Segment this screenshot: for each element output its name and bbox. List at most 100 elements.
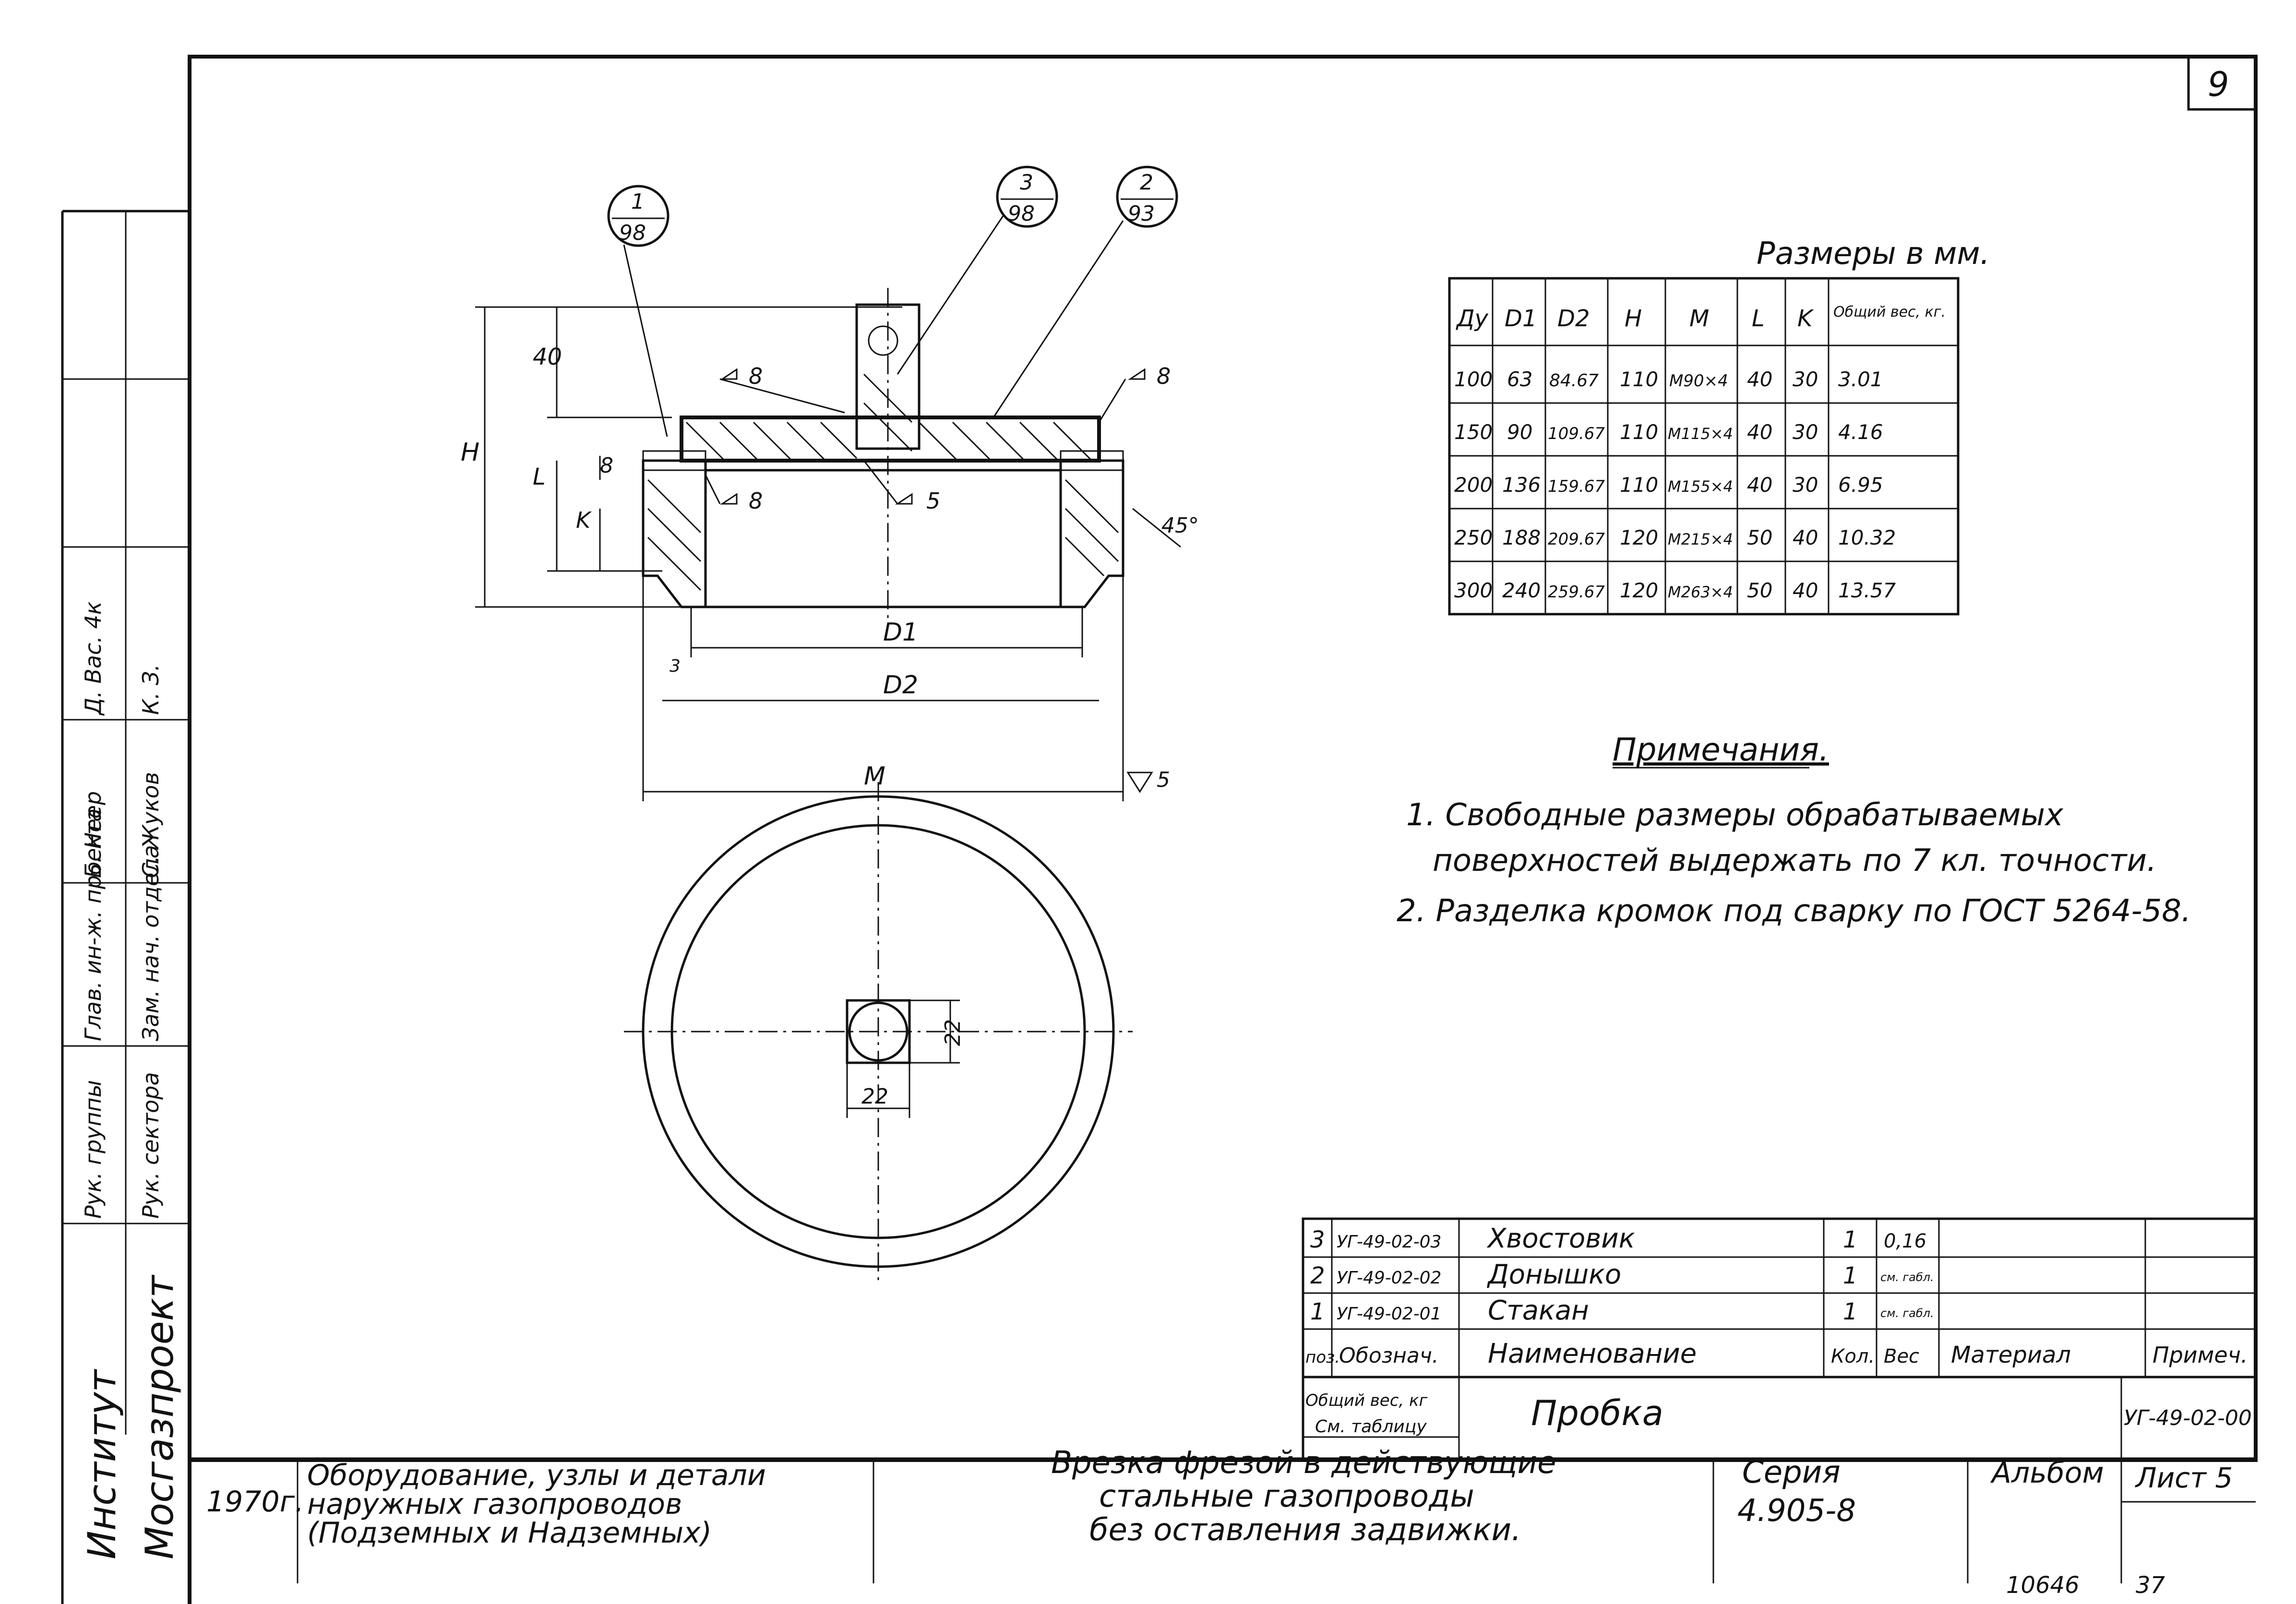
svg-text:см. габл.: см. габл. <box>1880 1307 1934 1320</box>
size-table-row-3: 200 136 159.67 110 M155×4 40 30 6.95 <box>1454 473 1883 497</box>
svg-text:1: 1 <box>1310 1298 1325 1325</box>
svg-text:159.67: 159.67 <box>1548 477 1605 496</box>
svg-text:M155×4: M155×4 <box>1668 477 1733 496</box>
svg-text:120: 120 <box>1620 526 1658 549</box>
svg-text:63: 63 <box>1507 368 1532 391</box>
sheet-label: Лист 5 <box>2135 1461 2233 1494</box>
svg-text:Общий вес, кг.: Общий вес, кг. <box>1833 304 1946 321</box>
callout-1: 1 98 <box>607 185 670 437</box>
svg-text:40: 40 <box>1747 473 1772 497</box>
svg-text:Донышко: Донышко <box>1486 1259 1621 1290</box>
svg-text:4.16: 4.16 <box>1838 420 1883 444</box>
notes: Примечания. 1. Свободные размеры обрабат… <box>1397 731 2191 929</box>
drawing-title-line-1: Врезка фрезой в действующие <box>1051 1445 1556 1481</box>
total-weight-label: Общий вес, кг <box>1305 1391 1428 1410</box>
svg-text:1: 1 <box>1843 1298 1858 1325</box>
svg-text:УГ-49-02-01: УГ-49-02-01 <box>1337 1304 1441 1324</box>
svg-text:188: 188 <box>1502 526 1541 549</box>
signature-role-2: Рук. сектора <box>138 1072 164 1219</box>
size-table-row-4: 250 188 209.67 120 M215×4 50 40 10.32 <box>1454 526 1896 549</box>
size-table-caption: Размеры в мм. <box>1757 236 1990 272</box>
size-table-header: Ду D1 D2 H M L K Общий вес, кг. <box>1456 304 1946 332</box>
svg-text:2: 2 <box>1140 170 1153 195</box>
svg-text:6.95: 6.95 <box>1838 473 1883 497</box>
svg-text:150: 150 <box>1454 420 1493 444</box>
svg-text:90: 90 <box>1507 420 1532 444</box>
dim-M: M <box>864 762 885 791</box>
svg-text:УГ-49-02-02: УГ-49-02-02 <box>1337 1268 1441 1288</box>
bom-row-2: 2 УГ-49-02-02 Донышко 1 см. габл. <box>1310 1259 1934 1290</box>
svg-text:10.32: 10.32 <box>1838 526 1896 549</box>
svg-text:109.67: 109.67 <box>1548 424 1605 443</box>
svg-text:98: 98 <box>1008 202 1035 226</box>
bom-row-1: 3 УГ-49-02-03 Хвостовик 1 0,16 <box>1310 1223 1926 1254</box>
svg-text:3: 3 <box>1020 170 1033 195</box>
signature-strip: Рук. группы Рук. сектора Глав. ин-ж. про… <box>62 211 190 1559</box>
signature-role-1: Рук. группы <box>80 1080 106 1219</box>
roughness-right: 5 <box>1157 768 1170 792</box>
svg-text:3: 3 <box>1310 1226 1325 1253</box>
svg-text:200: 200 <box>1454 473 1493 497</box>
svg-text:D1: D1 <box>1505 305 1537 332</box>
svg-text:Примеч.: Примеч. <box>2152 1342 2248 1368</box>
svg-text:40: 40 <box>1793 526 1818 549</box>
weld-symbol-inner-left: 8 <box>749 488 763 514</box>
svg-text:50: 50 <box>1747 579 1772 602</box>
svg-text:Кол.: Кол. <box>1831 1345 1875 1367</box>
svg-text:D2: D2 <box>1557 305 1590 332</box>
svg-text:40: 40 <box>1747 368 1772 391</box>
svg-text:13.57: 13.57 <box>1838 579 1896 602</box>
signature-name-1: Б. Неер <box>80 791 106 878</box>
dim-L: L <box>533 463 546 490</box>
svg-text:Вес: Вес <box>1884 1345 1919 1367</box>
svg-text:110: 110 <box>1620 473 1658 497</box>
square-height-dim: 22 <box>941 1019 965 1046</box>
svg-text:110: 110 <box>1620 368 1658 391</box>
see-table-label: См. таблицу <box>1315 1417 1427 1437</box>
svg-text:M115×4: M115×4 <box>1668 425 1733 443</box>
svg-text:40: 40 <box>1793 579 1818 602</box>
svg-text:Хвостовик: Хвостовик <box>1486 1223 1635 1254</box>
year: 1970г. <box>206 1485 304 1519</box>
notes-title: Примечания. <box>1613 731 1829 768</box>
chamfer-angle: 45° <box>1161 513 1199 538</box>
dim-D2: D2 <box>883 671 918 700</box>
svg-text:M215×4: M215×4 <box>1668 530 1733 548</box>
svg-text:H: H <box>1625 305 1642 332</box>
svg-text:K: K <box>1797 305 1814 332</box>
note-line-3: 2. Разделка кромок под сварку по ГОСТ 52… <box>1397 893 2191 929</box>
svg-text:100: 100 <box>1454 368 1493 391</box>
svg-text:L: L <box>1752 305 1765 332</box>
dim-8: 8 <box>600 453 613 478</box>
svg-text:Материал: Материал <box>1951 1342 2071 1368</box>
bom-table: 3 УГ-49-02-03 Хвостовик 1 0,16 2 УГ-49-0… <box>1302 1217 2257 1460</box>
size-table-row-1: 100 63 84.67 110 M90×4 40 30 3.01 <box>1454 368 1883 391</box>
series-value: 4.905-8 <box>1737 1493 1856 1529</box>
album-title-line-3: (Подземных и Надземных) <box>307 1516 712 1550</box>
signature-name-4: К. З. <box>138 664 164 715</box>
svg-text:1: 1 <box>631 190 645 214</box>
svg-text:84.67: 84.67 <box>1549 371 1599 391</box>
svg-text:M: M <box>1689 305 1709 332</box>
svg-text:Ду: Ду <box>1456 305 1489 332</box>
square-width-dim: 22 <box>861 1084 888 1109</box>
svg-text:209.67: 209.67 <box>1548 530 1605 549</box>
svg-text:поз.: поз. <box>1305 1348 1340 1367</box>
weld-symbol-inner-mid: 5 <box>926 488 940 514</box>
svg-text:M90×4: M90×4 <box>1669 371 1728 391</box>
svg-text:Обознач.: Обознач. <box>1339 1343 1439 1368</box>
svg-text:50: 50 <box>1747 526 1772 549</box>
callout-2: 2 93 <box>993 166 1178 418</box>
page-number: 37 <box>2136 1572 2165 1599</box>
part-code: УГ-49-02-00 <box>2124 1406 2252 1430</box>
svg-text:УГ-49-02-03: УГ-49-02-03 <box>1337 1232 1441 1252</box>
signature-name-2: С. Жуков <box>138 772 164 878</box>
svg-text:2: 2 <box>1310 1262 1325 1289</box>
svg-text:240: 240 <box>1502 579 1541 602</box>
size-table-row-2: 150 90 109.67 110 M115×4 40 30 4.16 <box>1454 420 1883 444</box>
svg-text:см. габл.: см. габл. <box>1880 1271 1934 1284</box>
org-line-2: Мосгазпроект <box>137 1274 182 1559</box>
svg-text:1: 1 <box>1843 1226 1858 1253</box>
svg-text:250: 250 <box>1454 526 1493 549</box>
